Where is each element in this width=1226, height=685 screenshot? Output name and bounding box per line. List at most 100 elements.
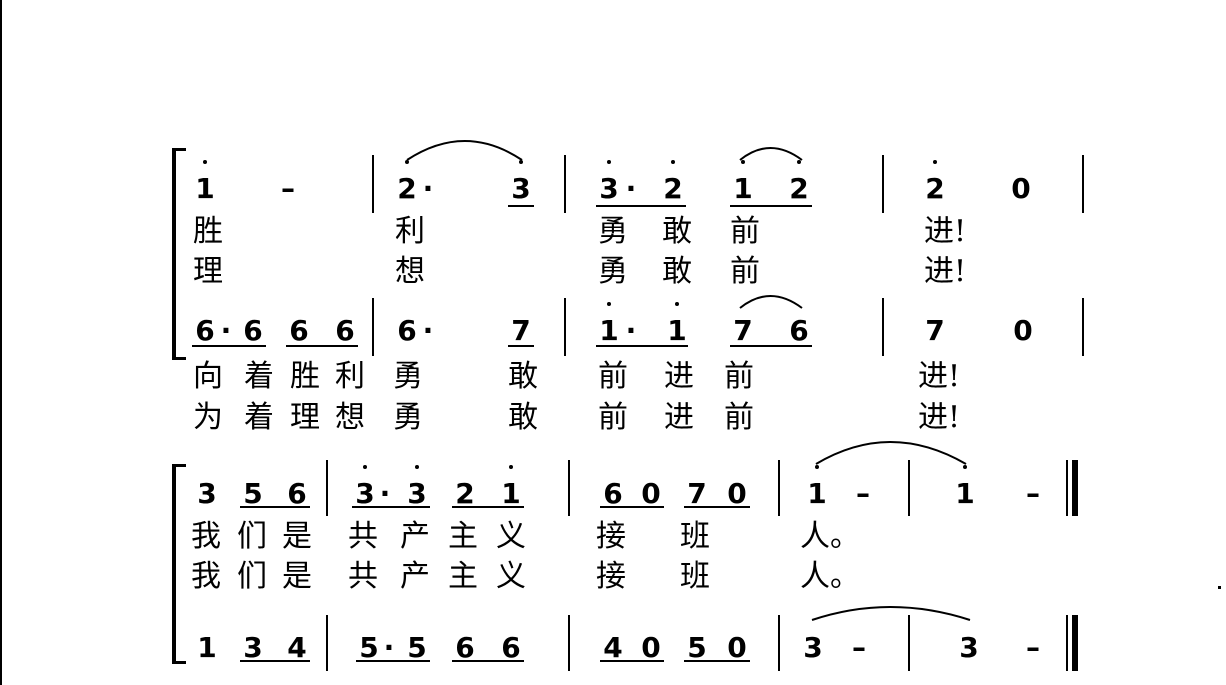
note: 1: [733, 172, 753, 205]
underline: [600, 506, 664, 508]
note: 3: [243, 631, 263, 664]
rest: 0: [641, 631, 661, 664]
note: 7: [687, 477, 707, 510]
final-barline-thick: [1072, 615, 1078, 671]
high-octave-dot: [797, 160, 801, 164]
lyric: 想: [395, 254, 425, 289]
note: 2: [663, 172, 683, 205]
rest: 0: [641, 477, 661, 510]
system-bracket: [172, 148, 176, 360]
lyric: 前: [730, 214, 760, 249]
note: 3: [511, 172, 531, 205]
high-octave-dot: [963, 465, 967, 469]
lyric: 主: [448, 559, 478, 594]
lyric: 接: [596, 519, 626, 554]
barline: [1082, 298, 1084, 356]
note: 2: [925, 172, 945, 205]
barline: [908, 615, 910, 671]
lyric: 敢: [662, 254, 692, 289]
lyric: 班: [680, 559, 710, 594]
underline: [356, 660, 430, 662]
lyric: 共: [348, 559, 378, 594]
tie: [815, 441, 967, 465]
high-octave-dot: [675, 302, 679, 306]
lyric: 利: [395, 214, 425, 249]
note: 1: [667, 314, 687, 347]
underline: [596, 345, 688, 347]
lyric: 们: [237, 559, 267, 594]
system-bracket: [172, 464, 176, 664]
lyric: 进!: [924, 254, 967, 289]
underline: [684, 506, 750, 508]
lyric: 勇: [598, 254, 628, 289]
augmentation-dot: ·: [625, 172, 637, 205]
lyric: 勇: [598, 214, 628, 249]
lyric: 前: [598, 400, 628, 435]
high-octave-dot: [607, 160, 611, 164]
barline: [326, 460, 328, 516]
note: 6: [289, 314, 309, 347]
barline: [326, 615, 328, 671]
augmentation-dot: ·: [383, 631, 395, 664]
bracket-top-hook: [172, 148, 186, 151]
underline: [452, 506, 524, 508]
note: 5: [687, 631, 707, 664]
final-barline-thick: [1072, 460, 1078, 516]
barline: [1082, 155, 1084, 213]
note: 3: [197, 477, 217, 510]
high-octave-dot: [519, 160, 523, 164]
final-barline-thin: [1066, 460, 1068, 516]
note: 6: [455, 631, 475, 664]
lyric: 们: [237, 519, 267, 554]
note: 1: [197, 631, 217, 664]
high-octave-dot: [415, 465, 419, 469]
lyric: 共: [348, 519, 378, 554]
lyric: 主: [448, 519, 478, 554]
bracket-bottom-hook: [172, 357, 186, 360]
note: 5: [359, 631, 379, 664]
note: 1: [807, 477, 827, 510]
lyric: 我: [191, 519, 221, 554]
lyric: 是: [282, 519, 312, 554]
slur: [406, 140, 523, 161]
augmentation-dot: ·: [379, 477, 391, 510]
underline: [684, 660, 750, 662]
lyric: 勇: [393, 359, 423, 394]
lyric: 前: [598, 359, 628, 394]
underline: [730, 345, 812, 347]
lyric: 人。: [800, 519, 860, 554]
lyric: 班: [680, 519, 710, 554]
note: 3: [599, 172, 619, 205]
lyric: 想: [335, 400, 365, 435]
high-octave-dot: [363, 465, 367, 469]
note: 6: [335, 314, 355, 347]
rest: 0: [1011, 172, 1031, 205]
underline: [352, 506, 430, 508]
lyric: 进: [664, 359, 694, 394]
lyric: 进!: [918, 359, 961, 394]
underline: [286, 345, 358, 347]
note: 3: [355, 477, 375, 510]
lyric: 人。: [800, 559, 860, 594]
lyric: 前: [724, 359, 754, 394]
lyric: 勇: [393, 400, 423, 435]
tie: [811, 606, 971, 621]
barline: [372, 298, 374, 356]
note: 5: [243, 477, 263, 510]
note: 6: [195, 314, 215, 347]
dash: –: [1026, 631, 1040, 664]
augmentation-dot: ·: [625, 314, 637, 347]
lyric: 我: [191, 559, 221, 594]
note: 7: [511, 314, 531, 347]
barline: [564, 155, 566, 213]
high-octave-dot: [741, 160, 745, 164]
augmentation-dot: ·: [220, 314, 232, 347]
underline: [596, 205, 686, 207]
lyric: 进!: [924, 214, 967, 249]
note: 1: [501, 477, 521, 510]
high-octave-dot: [405, 160, 409, 164]
lyric: 理: [290, 400, 320, 435]
lyric: 敢: [508, 400, 538, 435]
note: 1: [599, 314, 619, 347]
augmentation-dot: ·: [422, 314, 434, 347]
